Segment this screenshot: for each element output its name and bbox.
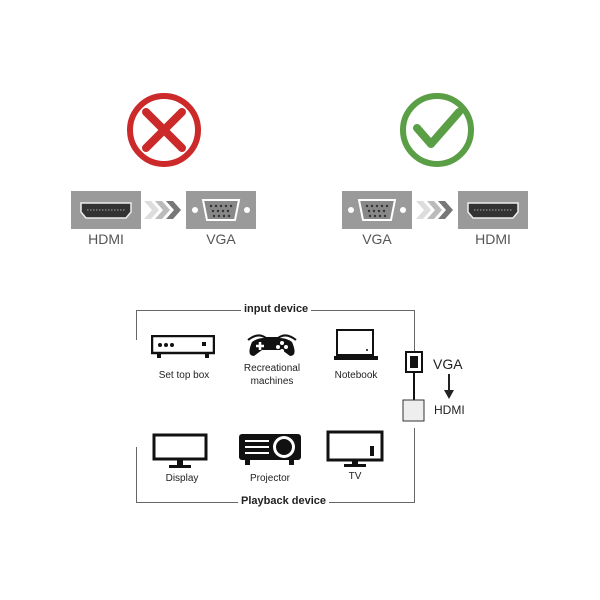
set-top-box-icon	[151, 335, 215, 358]
frame-line	[414, 428, 415, 503]
vga-port-icon	[342, 191, 412, 229]
input-label: Recreational machines	[243, 363, 303, 387]
right-from-label: VGA	[362, 231, 392, 247]
right-to-label: HDMI	[475, 231, 511, 247]
vga-port-icon	[186, 191, 256, 229]
check-icon	[400, 93, 474, 167]
input-label: Set top box	[158, 370, 210, 381]
adapter-to-label: HDMI	[434, 403, 465, 417]
adapter-from-label: VGA	[433, 356, 463, 372]
frame-line	[136, 310, 137, 340]
x-icon	[127, 93, 201, 167]
frame-line	[414, 310, 415, 352]
output-label: Display	[165, 473, 199, 484]
arrow-down-icon	[444, 374, 454, 399]
projector-icon	[239, 434, 301, 465]
arrows-icon	[144, 201, 181, 219]
output-label: TV	[348, 471, 362, 482]
output-label: Projector	[249, 473, 290, 484]
input-device-title: input device	[241, 303, 312, 315]
arrows-icon	[416, 201, 453, 219]
vga-hdmi-adapter-icon	[402, 351, 425, 422]
gamepad-icon	[247, 334, 297, 356]
frame-line	[136, 447, 137, 503]
input-label: Notebook	[334, 370, 378, 381]
wrong-to-label: VGA	[206, 231, 236, 247]
tv-icon	[326, 430, 384, 467]
playback-device-title: Playback device	[238, 495, 330, 507]
wrong-from-label: HDMI	[88, 231, 124, 247]
notebook-icon	[334, 329, 378, 360]
display-icon	[152, 433, 208, 468]
hdmi-port-icon	[71, 191, 141, 229]
hdmi-port-icon	[458, 191, 528, 229]
